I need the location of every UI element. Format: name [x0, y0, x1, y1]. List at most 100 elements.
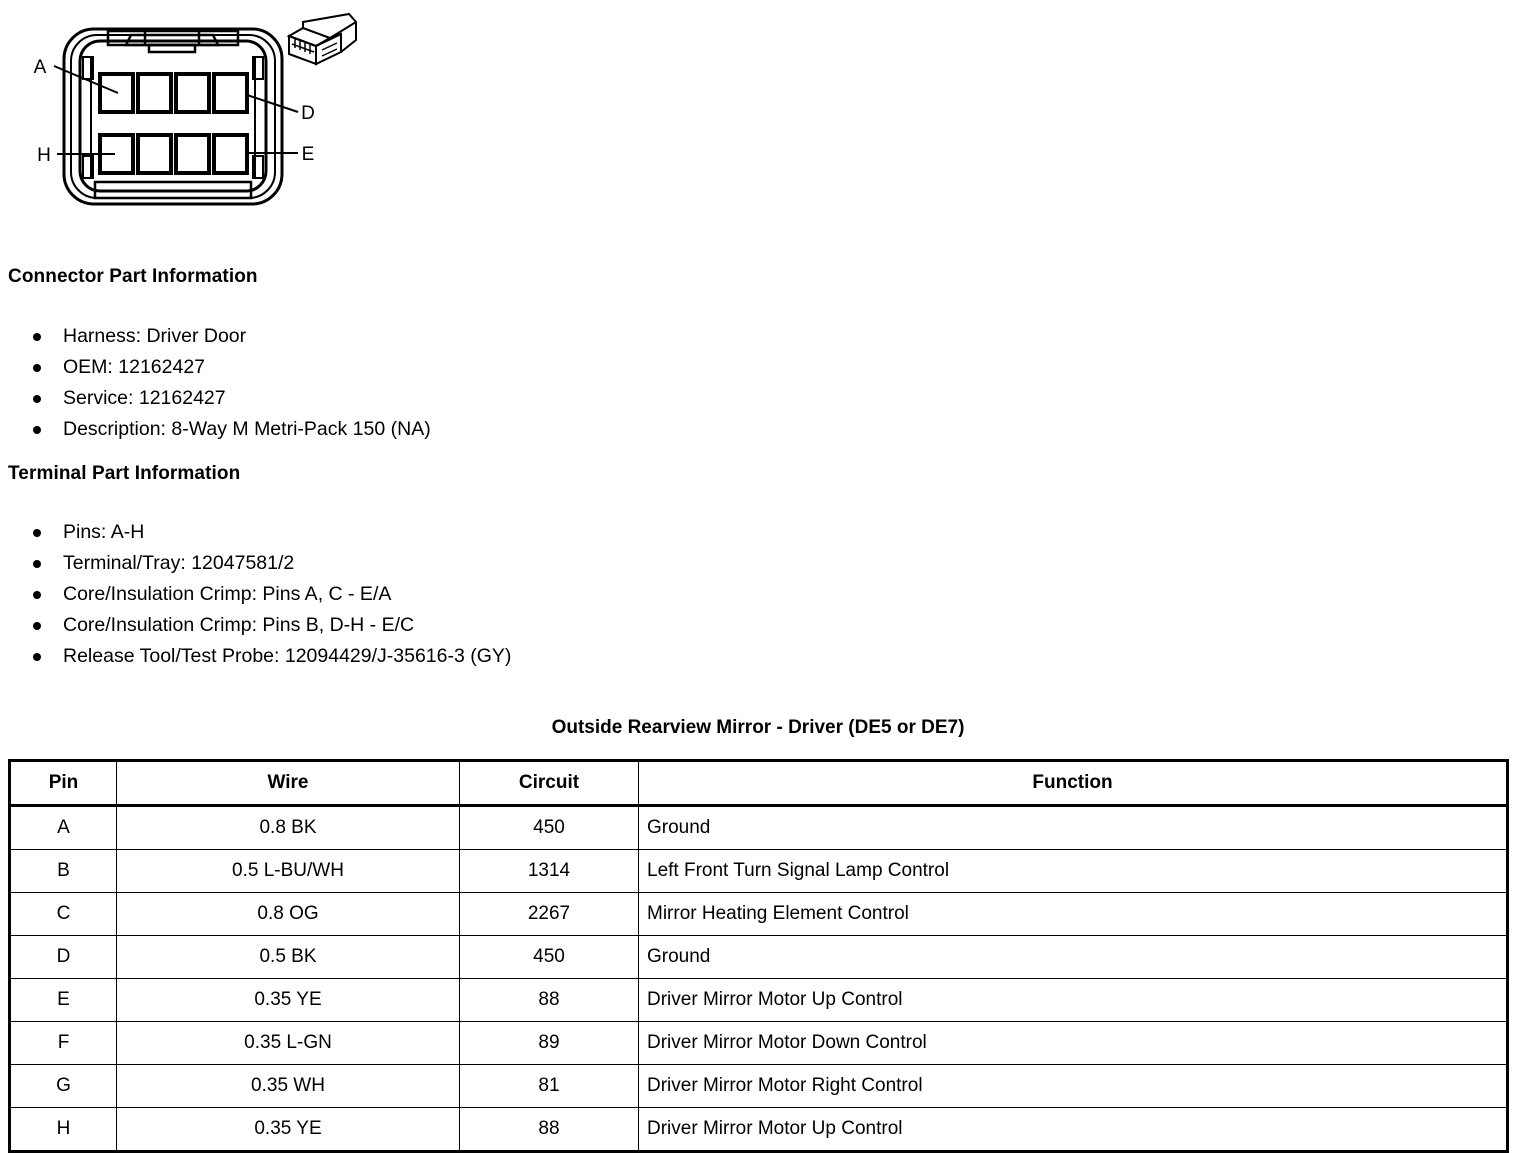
bullet-icon — [33, 333, 41, 341]
cell-function: Driver Mirror Motor Right Control — [638, 1064, 1508, 1108]
bullet-icon — [33, 653, 41, 661]
pin-label-e: E — [302, 144, 315, 165]
cavity-d — [212, 72, 249, 114]
bullet-icon — [33, 560, 41, 568]
list-item-label: Service: 12162427 — [63, 387, 226, 409]
table-row: F 0.35 L-GN 89 Driver Mirror Motor Down … — [9, 1021, 1508, 1065]
list-item: OEM: 12162427 — [0, 352, 431, 383]
list-item: Harness: Driver Door — [0, 321, 431, 352]
rail-notch-bottom-left — [82, 155, 94, 179]
cell-pin: C — [9, 892, 117, 936]
latch-tab — [147, 43, 197, 54]
cell-circuit: 89 — [459, 1021, 639, 1065]
list-item-label: Release Tool/Test Probe: 12094429/J-3561… — [63, 645, 512, 667]
table-row: G 0.35 WH 81 Driver Mirror Motor Right C… — [9, 1064, 1508, 1108]
column-header-function: Function — [638, 760, 1508, 807]
terminal-part-information-heading: Terminal Part Information — [8, 463, 241, 484]
bullet-icon — [33, 622, 41, 630]
list-item: Core/Insulation Crimp: Pins A, C - E/A — [0, 579, 511, 610]
cell-pin: E — [9, 978, 117, 1022]
connector-isometric-view — [286, 12, 357, 66]
cavity-g — [136, 133, 173, 175]
cell-function: Driver Mirror Motor Up Control — [638, 1107, 1508, 1152]
bullet-icon — [33, 591, 41, 599]
cell-function: Driver Mirror Motor Down Control — [638, 1021, 1508, 1065]
cell-circuit: 88 — [459, 1107, 639, 1152]
bullet-icon — [33, 426, 41, 434]
cavity-c — [174, 72, 211, 114]
cell-function: Ground — [638, 805, 1508, 850]
cavity-f — [174, 133, 211, 175]
column-header-wire: Wire — [116, 760, 460, 807]
cell-wire: 0.35 WH — [116, 1064, 460, 1108]
table-row: B 0.5 L-BU/WH 1314 Left Front Turn Signa… — [9, 849, 1508, 893]
cell-pin: D — [9, 935, 117, 979]
list-item-label: Harness: Driver Door — [63, 325, 247, 347]
cell-circuit: 81 — [459, 1064, 639, 1108]
bullet-icon — [33, 364, 41, 372]
cell-pin: G — [9, 1064, 117, 1108]
cell-wire: 0.8 BK — [116, 805, 460, 850]
bullet-icon — [33, 395, 41, 403]
list-item-label: Terminal/Tray: 12047581/2 — [63, 552, 295, 574]
cell-function: Mirror Heating Element Control — [638, 892, 1508, 936]
cell-pin: F — [9, 1021, 117, 1065]
cavity-a — [98, 72, 135, 114]
pin-label-h: H — [37, 145, 51, 166]
list-item: Pins: A-H — [0, 517, 511, 548]
list-item-label: Pins: A-H — [63, 521, 145, 543]
cell-pin: H — [9, 1107, 117, 1152]
cell-wire: 0.5 L-BU/WH — [116, 849, 460, 893]
list-item: Service: 12162427 — [0, 383, 431, 414]
list-item: Release Tool/Test Probe: 12094429/J-3561… — [0, 641, 511, 672]
pin-label-a: A — [34, 57, 47, 78]
cell-wire: 0.35 YE — [116, 1107, 460, 1152]
cell-wire: 0.8 OG — [116, 892, 460, 936]
list-item-label: Core/Insulation Crimp: Pins A, C - E/A — [63, 583, 392, 605]
cell-function: Ground — [638, 935, 1508, 979]
cell-circuit: 2267 — [459, 892, 639, 936]
terminal-part-information-list: Pins: A-H Terminal/Tray: 12047581/2 Core… — [0, 517, 511, 672]
table-row: E 0.35 YE 88 Driver Mirror Motor Up Cont… — [9, 978, 1508, 1022]
cell-pin: A — [9, 805, 117, 850]
cell-wire: 0.35 YE — [116, 978, 460, 1022]
column-header-circuit: Circuit — [459, 760, 639, 807]
cell-circuit: 450 — [459, 935, 639, 979]
column-header-pin: Pin — [9, 760, 117, 807]
pin-table-container: Pin Wire Circuit Function A 0.8 BK 450 G… — [8, 759, 1509, 1153]
rail-notch-bottom-right — [252, 155, 264, 179]
table-row: D 0.5 BK 450 Ground — [9, 935, 1508, 979]
table-row: A 0.8 BK 450 Ground — [9, 805, 1508, 850]
connector-part-information-list: Harness: Driver Door OEM: 12162427 Servi… — [0, 321, 431, 445]
connector-face-view-svg: A D H E — [34, 12, 357, 206]
cell-wire: 0.5 BK — [116, 935, 460, 979]
table-header-row: Pin Wire Circuit Function — [9, 760, 1508, 807]
cavity-e — [212, 133, 249, 175]
pin-table-caption: Outside Rearview Mirror - Driver (DE5 or… — [551, 717, 965, 738]
list-item-label: Core/Insulation Crimp: Pins B, D-H - E/C — [63, 614, 415, 636]
table-row: C 0.8 OG 2267 Mirror Heating Element Con… — [9, 892, 1508, 936]
rail-notch-top-right — [252, 56, 264, 80]
rail-notch-top-left — [82, 56, 94, 80]
cell-function: Left Front Turn Signal Lamp Control — [638, 849, 1508, 893]
list-item: Core/Insulation Crimp: Pins B, D-H - E/C — [0, 610, 511, 641]
list-item: Description: 8-Way M Metri-Pack 150 (NA) — [0, 414, 431, 445]
leader-line-a — [53, 65, 119, 94]
cell-function: Driver Mirror Motor Up Control — [638, 978, 1508, 1022]
pin-label-d: D — [301, 103, 315, 124]
list-item-label: OEM: 12162427 — [63, 356, 206, 378]
cell-wire: 0.35 L-GN — [116, 1021, 460, 1065]
bullet-icon — [33, 529, 41, 537]
list-item: Terminal/Tray: 12047581/2 — [0, 548, 511, 579]
cell-pin: B — [9, 849, 117, 893]
connector-body-inner — [78, 39, 268, 193]
connector-illustration: A D H E — [0, 0, 400, 240]
table-row: H 0.35 YE 88 Driver Mirror Motor Up Cont… — [9, 1107, 1508, 1152]
connector-housing-outer — [62, 27, 284, 206]
cavity-b — [136, 72, 173, 114]
connector-part-information-heading: Connector Part Information — [8, 266, 258, 287]
cell-circuit: 450 — [459, 805, 639, 850]
cell-circuit: 88 — [459, 978, 639, 1022]
leader-line-d — [246, 94, 299, 113]
cell-circuit: 1314 — [459, 849, 639, 893]
